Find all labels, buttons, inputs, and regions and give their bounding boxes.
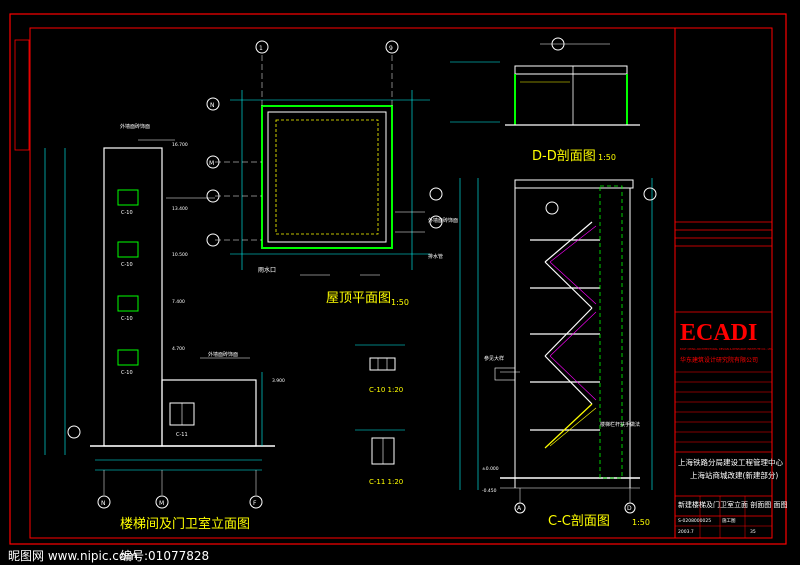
watermark-id: 编号:01077828 <box>120 549 210 563</box>
client-name: 上海铁路分局建设工程管理中心 <box>678 457 783 467</box>
wall-finish-label: 外墙面砖饰面 <box>208 351 238 358</box>
axis-label: A <box>517 505 522 512</box>
elevation-mark: -0.450 <box>482 488 497 494</box>
elevation-mark: 3.900 <box>272 378 285 384</box>
drain-label: 排水管 <box>428 253 443 260</box>
roof-plan-scale: 1:50 <box>391 298 409 307</box>
axis-label: D <box>627 505 632 512</box>
dd-section <box>450 37 640 126</box>
axis-label: 9 <box>389 45 393 52</box>
elevation-mark: 16.700 <box>172 142 188 148</box>
axis-label: N <box>210 102 215 109</box>
inner-frame <box>29 27 773 539</box>
wall-finish-label: 外墙面砖饰面 <box>428 217 458 224</box>
window-tag: C-10 <box>121 210 133 216</box>
outer-frame <box>9 13 787 545</box>
elevation-mark: 10.500 <box>172 252 188 258</box>
dd-section-scale: 1:50 <box>598 153 616 162</box>
railing-label: 楼梯栏杆扶手做法 <box>600 421 640 428</box>
axis-label: N <box>101 500 106 507</box>
window-c11-title: C-11 1:20 <box>369 478 403 486</box>
drawing-name: 新建楼梯及门卫室立面 剖面图 面图 <box>678 500 787 509</box>
sheet-stage: 施工图 <box>722 517 736 524</box>
door-tag: C-11 <box>176 432 188 438</box>
title-block <box>674 27 773 539</box>
watermark-site: 昵图网 www.nipic.com <box>8 549 138 563</box>
window-details <box>355 344 405 465</box>
stair-elevation <box>44 139 275 509</box>
window-tag: C-10 <box>121 316 133 322</box>
cad-drawing: 屋顶平面图 1:50 D-D剖面图 1:50 楼梯间及门卫室立面图 C-C剖面图… <box>9 13 787 545</box>
elevation-mark: 4.700 <box>172 346 185 352</box>
project-number: S-0208000025 <box>678 518 711 524</box>
roof-plan <box>206 40 443 276</box>
project-name: 上海站商城改建(新建部分) <box>690 470 778 480</box>
company-cn: 华东建筑设计研究院有限公司 <box>680 356 758 364</box>
rain-outlet-label: 雨水口 <box>258 266 276 274</box>
cc-section-title: C-C剖面图 <box>548 514 610 529</box>
drawing-date: 2003.7 <box>678 529 694 535</box>
axis-label: 1 <box>259 45 263 52</box>
sheet-number: 35 <box>750 529 756 535</box>
window-tag: C-10 <box>121 262 133 268</box>
cc-section-scale: 1:50 <box>632 518 650 527</box>
window-tag: C-10 <box>121 370 133 376</box>
elevation-mark: ±0.000 <box>482 466 499 472</box>
ecadi-logo: ECADI <box>680 320 757 346</box>
axis-label: M <box>159 500 164 507</box>
stair-elevation-title: 楼梯间及门卫室立面图 <box>120 516 250 532</box>
elevation-mark: 13.400 <box>172 206 188 212</box>
dd-section-title: D-D剖面图 <box>532 149 596 164</box>
axis-label: F <box>253 500 257 507</box>
window-c10-title: C-10 1:20 <box>369 386 403 394</box>
roof-plan-title: 屋顶平面图 <box>326 291 391 306</box>
axis-label: M <box>209 160 214 167</box>
cc-section <box>459 178 657 514</box>
elevation-mark: 7.400 <box>172 299 185 305</box>
watermark-bar: 昵图网 www.nipic.com 编号:01077828 <box>0 545 800 565</box>
wall-finish-label: 外墙面砖饰面 <box>120 123 150 130</box>
company-en: EAST CHINA ARCHITECTURAL DESIGN & RESEAR… <box>680 347 773 351</box>
left-stamp <box>14 39 30 151</box>
stair-detail-label: 参见大样 <box>484 355 504 362</box>
